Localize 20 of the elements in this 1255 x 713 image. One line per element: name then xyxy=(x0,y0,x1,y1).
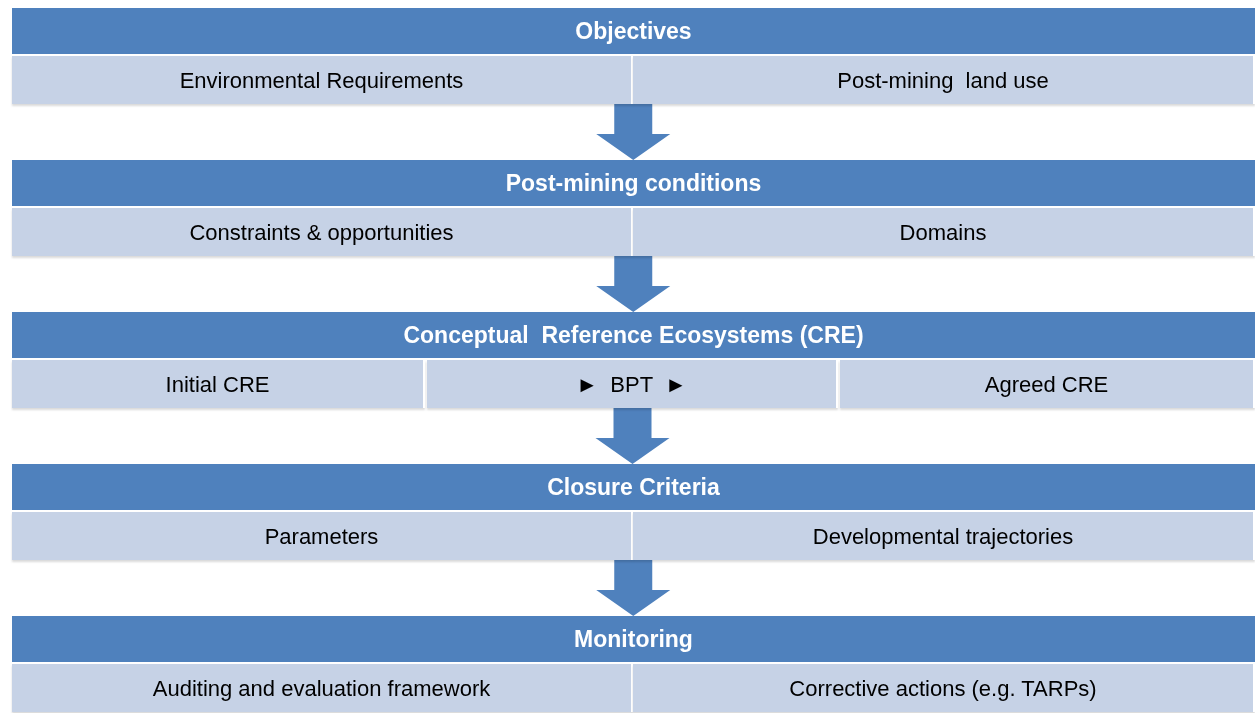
content-cell: Corrective actions (e.g. TARPs) xyxy=(633,664,1255,712)
content-cell: Initial CRE xyxy=(12,360,425,408)
header-band: Closure Criteria xyxy=(12,464,1255,512)
block-arrow xyxy=(595,408,670,464)
block-arrow xyxy=(596,104,671,160)
content-cell: Post-mining land use xyxy=(633,56,1255,104)
content-cell: Environmental Requirements xyxy=(12,56,633,104)
header-band: Conceptual Reference Ecosystems (CRE) xyxy=(12,312,1255,360)
content-cell: Auditing and evaluation framework xyxy=(12,664,633,712)
content-cell: Developmental trajectories xyxy=(633,512,1255,560)
header-band: Objectives xyxy=(12,8,1255,56)
content-cell: Agreed CRE xyxy=(840,360,1255,408)
block-arrow xyxy=(596,256,671,312)
content-cell: Constraints & opportunities xyxy=(12,208,633,256)
content-cell: Domains xyxy=(633,208,1255,256)
content-cell: ► BPT ► xyxy=(427,360,838,408)
block-arrow xyxy=(596,560,671,616)
header-band: Monitoring xyxy=(12,616,1255,664)
header-band: Post-mining conditions xyxy=(12,160,1255,208)
content-cell: Parameters xyxy=(12,512,633,560)
